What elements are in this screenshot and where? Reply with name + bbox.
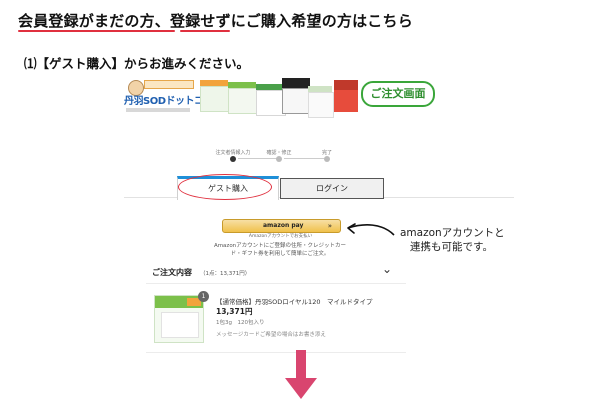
logo-subline-graphic bbox=[126, 108, 190, 112]
product-package-image bbox=[334, 80, 358, 112]
product-price: 13,371円 bbox=[216, 307, 253, 316]
product-name: 【通常価格】丹羽SODロイヤル120 マイルドタイプ bbox=[216, 298, 373, 306]
quantity-badge: 1 bbox=[198, 291, 209, 302]
amazon-pay-label: amazon pay bbox=[263, 222, 304, 229]
page-headline: 会員登録がまだの方、登録せずにご購入希望の方はこちら bbox=[18, 12, 413, 30]
order-summary: （1点：13,371円） bbox=[200, 271, 251, 277]
headline-underline bbox=[180, 30, 230, 32]
amazon-pay-button[interactable]: amazon pay » bbox=[222, 219, 341, 233]
progress-line bbox=[238, 158, 278, 159]
tab-login[interactable]: ログイン bbox=[280, 178, 384, 199]
down-arrow-icon bbox=[285, 350, 317, 399]
site-logo[interactable]: 丹羽SODドットコム bbox=[124, 78, 214, 118]
product-package-image bbox=[228, 82, 258, 114]
product-package-image bbox=[282, 78, 312, 114]
progress-dot-active bbox=[230, 156, 236, 162]
annotation-text: 連携も可能です。 bbox=[410, 241, 493, 253]
product-package-image bbox=[200, 80, 230, 112]
highlight-ellipse bbox=[178, 174, 272, 200]
product-image: 1 bbox=[154, 291, 209, 343]
annotation-text: amazonアカウントと bbox=[400, 227, 505, 239]
logo-tagline-graphic bbox=[144, 80, 194, 89]
logo-text: 丹羽SODドットコム bbox=[124, 96, 214, 107]
mascot-icon bbox=[128, 80, 144, 96]
progress-dot bbox=[324, 156, 330, 162]
annotation-arrow-icon bbox=[347, 223, 395, 236]
order-screen-button[interactable]: ご注文画面 bbox=[361, 81, 435, 107]
product-package-image bbox=[308, 86, 334, 118]
step-title: ⑴【ゲスト購入】からお進みください。 bbox=[24, 56, 250, 71]
amazon-pay-description: Amazonアカウントにご登録の住所・クレジットカー bbox=[213, 243, 347, 249]
headline-underline bbox=[18, 30, 175, 32]
progress-step-label: 注文者情報入力 bbox=[215, 150, 251, 156]
order-section-title: ご注文内容 bbox=[152, 268, 192, 277]
chevron-down-icon[interactable]: ⌄ bbox=[382, 262, 393, 276]
product-quantity: 1包3g 120包入り bbox=[216, 320, 265, 326]
section-divider bbox=[146, 352, 406, 353]
section-divider bbox=[146, 283, 406, 284]
double-chevron-right-icon: » bbox=[327, 222, 332, 230]
progress-step-label: 確認・修正 bbox=[266, 150, 292, 156]
progress-step-label: 完了 bbox=[321, 150, 332, 156]
progress-dot bbox=[276, 156, 282, 162]
message-card-note: メッセージカードご希望の場合はお書き添え bbox=[216, 332, 326, 338]
product-banner: 丹羽SODドットコム ご注文画面 bbox=[124, 76, 454, 122]
amazon-pay-description: ド・ギフト券を利用して簡単にご注文。 bbox=[230, 251, 330, 257]
progress-line bbox=[284, 158, 324, 159]
product-package-image bbox=[256, 84, 286, 116]
amazon-pay-sublabel: Amazonアカウントでお支払い bbox=[248, 234, 313, 239]
